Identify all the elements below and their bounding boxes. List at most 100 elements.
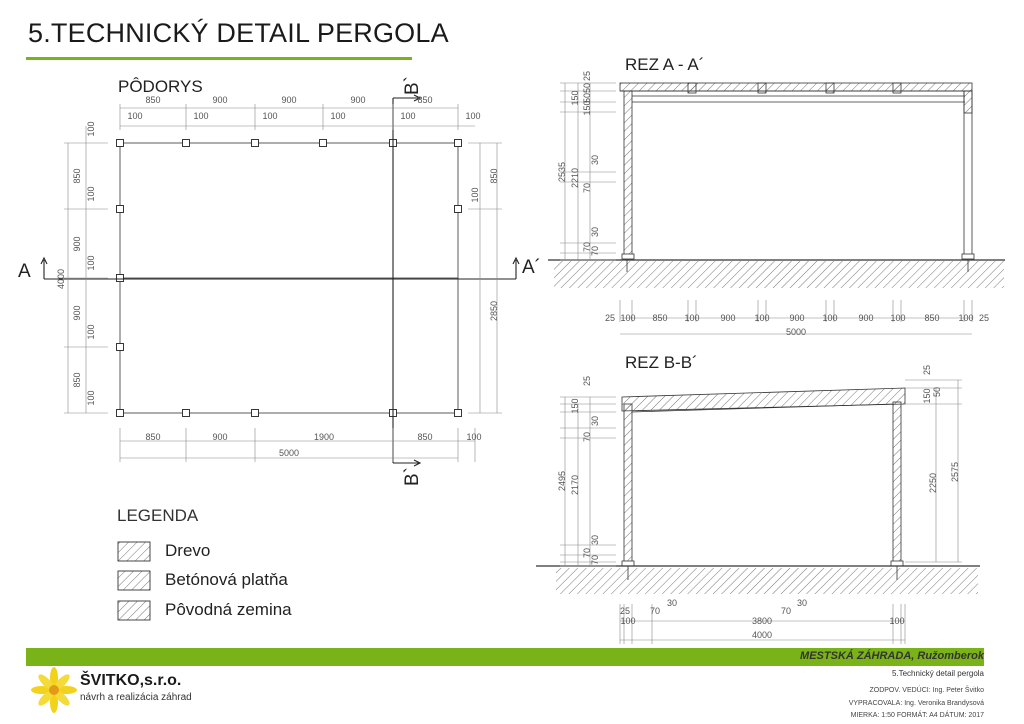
plan-dim-left-post: 100	[86, 255, 96, 270]
aa-dim-bottom: 100	[890, 313, 905, 323]
bb-dim-right: 25	[922, 365, 932, 375]
plan-dim-top-post: 100	[400, 111, 415, 121]
bb-dim-left: 2495	[557, 471, 567, 491]
bb-dim-right: 150	[922, 388, 932, 403]
plan-dim-bottom: 100	[466, 432, 481, 442]
bb-dim-right: 2250	[928, 473, 938, 493]
plan-dim-top-post: 100	[262, 111, 277, 121]
plan-dim-top: 900	[281, 95, 296, 105]
bb-dim-left: 30	[590, 535, 600, 545]
bb-dim-bottom: 25	[620, 606, 630, 616]
page-title: 5.TECHNICKÝ DETAIL PERGOLA	[28, 18, 449, 48]
post-marker	[182, 139, 190, 147]
post-marker	[116, 274, 124, 282]
aa-dim-vertical: 70	[582, 183, 592, 193]
plan-dim-bottom: 850	[145, 432, 160, 442]
bb-dim-bottom-total: 4000	[752, 630, 772, 640]
bb-dim-bottom: 100	[620, 616, 635, 626]
aa-dim-bottom: 850	[652, 313, 667, 323]
aa-dim-bottom: 25	[979, 313, 989, 323]
plan-dim-bottom: 850	[417, 432, 432, 442]
aa-dim-vertical: 30	[590, 227, 600, 237]
plan-dim-bottom-total: 5000	[279, 448, 299, 458]
aa-dim-vertical: 150	[582, 100, 592, 115]
aa-dim-vertical: 150	[570, 90, 580, 105]
aa-dim-bottom: 100	[958, 313, 973, 323]
bb-dim-left: 2170	[570, 475, 580, 495]
section-bb-heading: REZ B-B´	[625, 353, 698, 372]
plan-dim-left: 900	[72, 305, 82, 320]
bb-dim-bottom: 30	[797, 598, 807, 608]
bb-dim-bottom: 30	[667, 598, 677, 608]
bb-dim-right: 50	[932, 387, 942, 397]
aa-dim-vertical: 70	[590, 246, 600, 256]
section-a-label: A	[18, 261, 31, 282]
aa-dim-vertical: 50	[582, 93, 592, 103]
section-b-bottom-label: B`	[402, 467, 423, 486]
company-subtitle: návrh a realizácia záhrad	[80, 692, 192, 703]
bb-dim-left: 70	[582, 548, 592, 558]
aa-dim-bottom: 25	[605, 313, 615, 323]
bb-dim-left: 25	[582, 376, 592, 386]
aa-dim-vertical: 2210	[570, 168, 580, 188]
aa-dim-bottom: 100	[822, 313, 837, 323]
aa-dim-bottom: 900	[858, 313, 873, 323]
section-aa-view	[548, 82, 1005, 288]
title-rule	[26, 57, 412, 60]
post-marker	[116, 343, 124, 351]
bb-dim-left: 70	[582, 432, 592, 442]
plan-dim-left-post: 100	[86, 324, 96, 339]
legend-swatch-zemina	[117, 600, 151, 621]
plan-dim-left: 850	[72, 372, 82, 387]
plan-dim-left-total: 4000	[56, 269, 66, 289]
scale-format-date: MIERKA: 1:50 FORMÁT: A4 DÁTUM: 2017	[850, 712, 984, 719]
legend-title: LEGENDA	[117, 506, 199, 525]
plan-dim-top: 900	[212, 95, 227, 105]
bb-dim-bottom: 70	[650, 606, 660, 616]
section-bb-view	[536, 387, 980, 594]
plan-dim-left: 850	[72, 168, 82, 183]
bb-dim-left: 30	[590, 416, 600, 426]
plan-dim-top-post: 100	[193, 111, 208, 121]
bb-dim-bottom: 70	[781, 606, 791, 616]
plan-dim-left-post: 100	[86, 186, 96, 201]
post-marker	[454, 139, 462, 147]
plan-dim-right-post: 100	[470, 187, 480, 202]
section-aa-heading: REZ A - A´	[625, 55, 704, 74]
post-marker	[182, 409, 190, 417]
plan-dim-top: 850	[417, 95, 432, 105]
aa-dim-bottom: 100	[754, 313, 769, 323]
plan-dim-left-post: 100	[86, 121, 96, 136]
company-name: ŠVITKO,s.r.o.	[80, 672, 182, 689]
plan-view	[119, 142, 459, 414]
section-a2-label: A´	[522, 257, 541, 278]
plan-heading: PÔDORYS	[118, 77, 203, 96]
aa-dim-vertical: 30	[590, 155, 600, 165]
responsible-person: ZODPOV. VEDÚCI: Ing. Peter Švitko	[869, 687, 984, 694]
bb-dim-left: 70	[590, 555, 600, 565]
legend-label-beton: Betónová platňa	[165, 570, 288, 589]
plan-dim-top: 850	[145, 95, 160, 105]
plan-dim-left: 900	[72, 236, 82, 251]
plan-dim-right: 850	[489, 168, 499, 183]
footer-bar	[26, 648, 984, 666]
aa-dim-vertical: 70	[582, 242, 592, 252]
aa-dim-vertical: 25	[582, 71, 592, 81]
aa-dim-bottom: 900	[720, 313, 735, 323]
legend-label-drevo: Drevo	[165, 541, 211, 560]
post-marker	[116, 139, 124, 147]
post-marker	[251, 139, 259, 147]
plan-dim-right: 2850	[489, 301, 499, 321]
legend-label-zemina: Pôvodná zemina	[165, 600, 292, 619]
bb-dim-right: 2575	[950, 462, 960, 482]
post-marker	[251, 409, 259, 417]
post-marker	[116, 205, 124, 213]
aa-dim-vertical: 2535	[557, 162, 567, 182]
bb-dim-bottom: 3800	[752, 616, 772, 626]
bb-dim-bottom: 100	[889, 616, 904, 626]
legend-swatch-beton	[117, 570, 151, 591]
plan-dim-top-post: 100	[330, 111, 345, 121]
post-marker	[454, 205, 462, 213]
project-name: MESTSKÁ ZÁHRADA, Ružomberok	[800, 650, 984, 662]
